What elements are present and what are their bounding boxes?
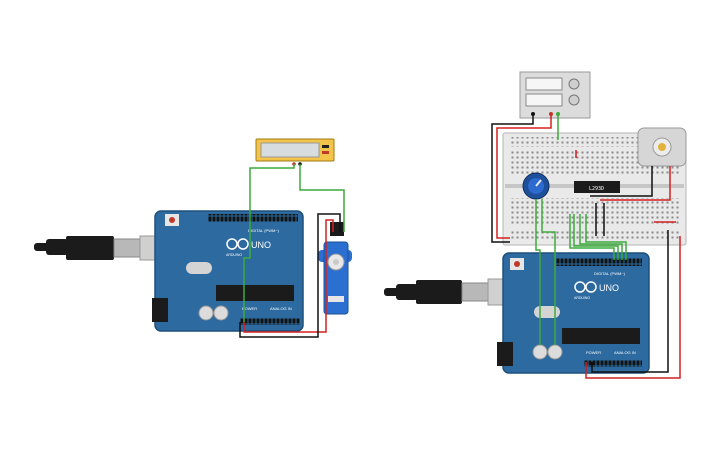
left-circuit: DIGITAL (PWM~) POWER ANALOG IN UNO ARDUI…	[34, 138, 352, 338]
arduino-board-right[interactable]: DIGITAL (PWM~) POWER ANALOG IN UNO ARDUI…	[497, 252, 650, 374]
board-logo-text: ARDUINO	[574, 296, 590, 300]
atmega-chip	[216, 285, 294, 301]
board-model: UNO	[251, 240, 271, 250]
arduino-board-left[interactable]: DIGITAL (PWM~) POWER ANALOG IN UNO ARDUI…	[152, 210, 304, 332]
chip-label: L293D	[589, 186, 604, 192]
digital-header-label: DIGITAL (PWM~)	[594, 271, 626, 276]
power-label: POWER	[242, 306, 257, 311]
atmega-chip	[562, 328, 640, 344]
analog-label: ANALOG IN	[614, 350, 636, 355]
potentiometer-icon[interactable]	[522, 172, 550, 200]
board-model: UNO	[599, 283, 619, 293]
usb-cable-icon[interactable]	[34, 235, 165, 261]
wires-right	[491, 114, 681, 379]
motor-driver-chip: L293D	[574, 181, 620, 193]
arduino-logo-icon	[226, 238, 249, 250]
digital-header[interactable]	[556, 258, 642, 266]
power-supply-icon[interactable]	[519, 71, 591, 119]
servo-icon[interactable]	[318, 222, 352, 315]
digital-header-label: DIGITAL (PWM~)	[248, 228, 280, 233]
digital-header[interactable]	[208, 214, 298, 222]
right-circuit: L293D DIGIT	[384, 71, 687, 379]
analog-label: ANALOG IN	[270, 306, 292, 311]
board-logo-text: ARDUINO	[226, 253, 242, 257]
arduino-logo-icon	[574, 281, 597, 293]
power-header[interactable]	[584, 360, 642, 367]
dc-motor-icon[interactable]	[637, 127, 687, 178]
power-label: POWER	[586, 350, 601, 355]
multimeter-icon[interactable]	[255, 138, 335, 166]
power-header[interactable]	[240, 318, 300, 325]
usb-cable-icon[interactable]	[384, 278, 515, 306]
wires-left	[239, 164, 345, 338]
